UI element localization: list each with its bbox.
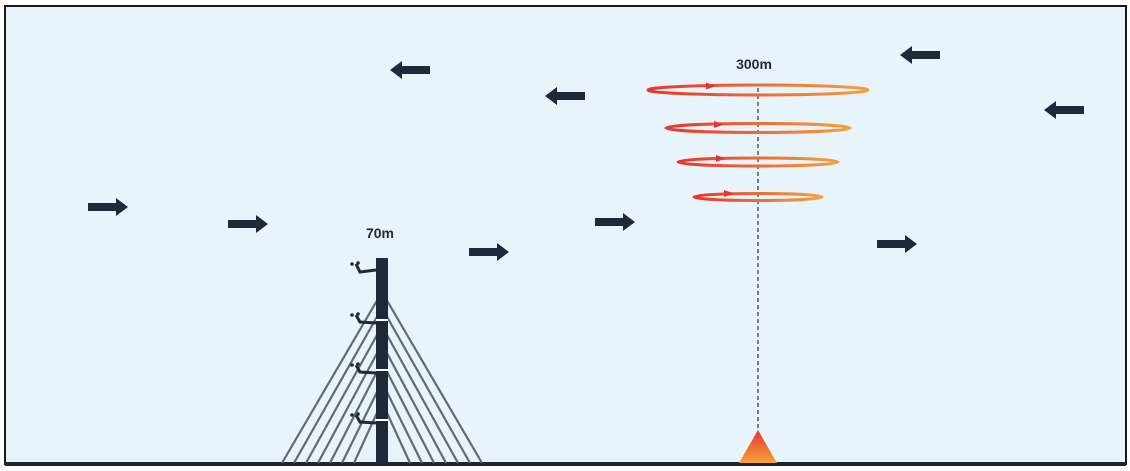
wind-arrow-icon: [900, 46, 940, 64]
mast-bands: [376, 319, 388, 421]
scan-ring: [664, 122, 852, 134]
rotation-arrow-icon: [714, 121, 724, 128]
wind-arrow-icon: [228, 215, 268, 233]
anemometer-icon: [354, 314, 377, 325]
met-mast: 70m: [281, 225, 483, 464]
sky-background: [4, 5, 1127, 465]
anemometer-booms: [354, 263, 377, 425]
mast-tower: [376, 258, 388, 464]
scan-ring: [676, 156, 840, 168]
rotation-arrow-icon: [716, 155, 726, 162]
rotation-arrow-icon: [706, 82, 716, 90]
wind-arrow-icon: [469, 243, 509, 261]
scan-rings: [646, 83, 870, 202]
anemometer-icon: [354, 263, 377, 274]
wind-arrow-icon: [545, 87, 585, 105]
lidar-emitter-icon: [739, 430, 777, 463]
wind-arrow-icon: [88, 198, 128, 216]
wind-arrow-icon: [595, 213, 635, 231]
ground-line: [5, 462, 1126, 466]
rotation-arrow-icon: [724, 190, 734, 197]
rotation-arrows: [706, 82, 734, 197]
wind-arrow-icon: [877, 235, 917, 253]
wind-arrow-icon: [1044, 101, 1084, 119]
mast-height-label: 70m: [366, 225, 394, 241]
lidar-height-label: 300m: [736, 56, 772, 72]
anemometer-cups: [350, 261, 360, 417]
lidar-system: 300m: [646, 56, 870, 463]
wind-arrows-lower: [88, 198, 917, 261]
wind-arrows-upper: [390, 46, 1084, 119]
scan-ring: [692, 192, 824, 202]
guy-wires: [281, 291, 483, 464]
wind-arrow-icon: [390, 61, 430, 79]
anemometer-icon: [354, 414, 377, 425]
scan-ring: [646, 83, 870, 97]
anemometer-icon: [354, 364, 377, 375]
